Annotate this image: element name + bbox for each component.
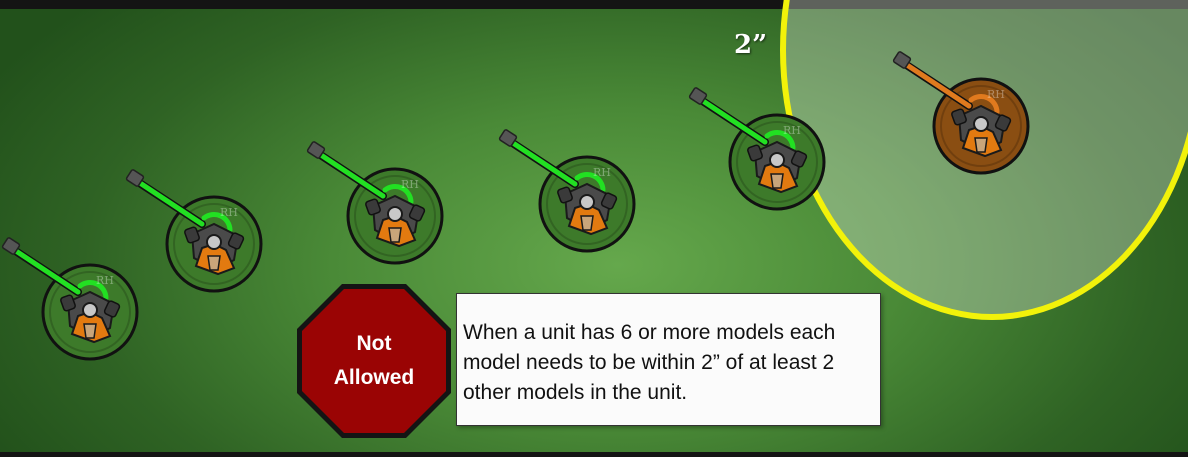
rule-textbox: When a unit has 6 or more models each mo…	[456, 293, 881, 426]
model-2[interactable]: RH	[125, 169, 264, 294]
svg-text:RH: RH	[593, 166, 611, 179]
model-3[interactable]: RH	[306, 141, 445, 266]
miniature-icon: RH	[306, 141, 444, 265]
miniature-icon: RH	[688, 87, 826, 211]
svg-text:RH: RH	[783, 124, 801, 137]
miniature-icon: RH	[892, 51, 1030, 175]
range-label: 2”	[734, 30, 768, 60]
svg-text:RH: RH	[96, 274, 114, 287]
svg-text:RH: RH	[401, 178, 419, 191]
miniature-icon: RH	[498, 129, 636, 253]
model-6[interactable]: RH	[892, 51, 1031, 176]
stop-sign-text: Not Allowed	[297, 284, 451, 438]
stop-line-1: Not	[356, 332, 392, 355]
miniature-icon: RH	[1, 237, 139, 361]
model-4[interactable]: RH	[498, 129, 637, 254]
top-border	[0, 0, 1188, 9]
bottom-border	[0, 452, 1188, 457]
model-5[interactable]: RH	[688, 87, 827, 212]
stop-sign-icon	[297, 284, 451, 438]
svg-text:RH: RH	[987, 88, 1005, 101]
miniature-icon: RH	[125, 169, 263, 293]
model-1[interactable]: RH	[1, 237, 140, 362]
rule-text: When a unit has 6 or more models each mo…	[463, 321, 836, 404]
svg-text:RH: RH	[220, 206, 238, 219]
stop-line-2: Allowed	[333, 366, 415, 389]
